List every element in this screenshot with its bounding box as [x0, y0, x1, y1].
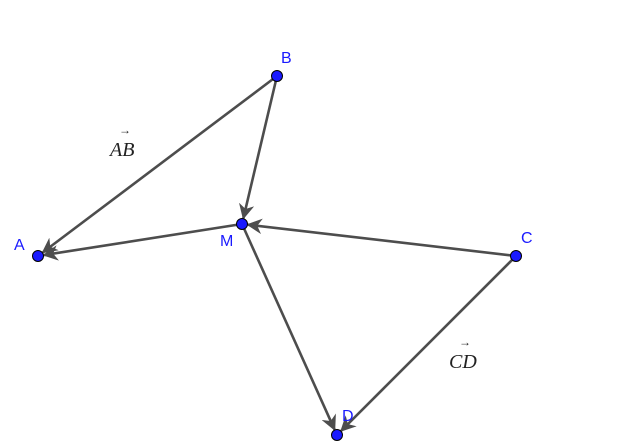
point-a[interactable]	[32, 250, 44, 262]
vector-ab-label: AB	[108, 139, 134, 161]
point-label-b: B	[281, 50, 292, 67]
vector-cm[interactable]	[246, 218, 517, 258]
vector-md[interactable]	[240, 223, 336, 431]
point-label-a: A	[14, 237, 25, 254]
point-c[interactable]	[510, 250, 522, 262]
point-label-m: M	[220, 233, 233, 250]
vector-ma[interactable]	[42, 222, 243, 261]
vector-cd-label: CD	[449, 351, 477, 373]
vector-cd[interactable]	[340, 255, 517, 432]
vector-cd-arrow: →	[459, 335, 471, 349]
point-label-c: C	[521, 230, 533, 247]
vector-bm[interactable]	[239, 75, 279, 220]
point-m[interactable]	[236, 218, 248, 230]
vector-ab-arrow: →	[119, 123, 131, 137]
point-label-d: D	[342, 408, 354, 425]
point-b[interactable]	[271, 70, 283, 82]
vector-ba[interactable]	[41, 74, 278, 254]
point-d[interactable]	[331, 429, 343, 441]
